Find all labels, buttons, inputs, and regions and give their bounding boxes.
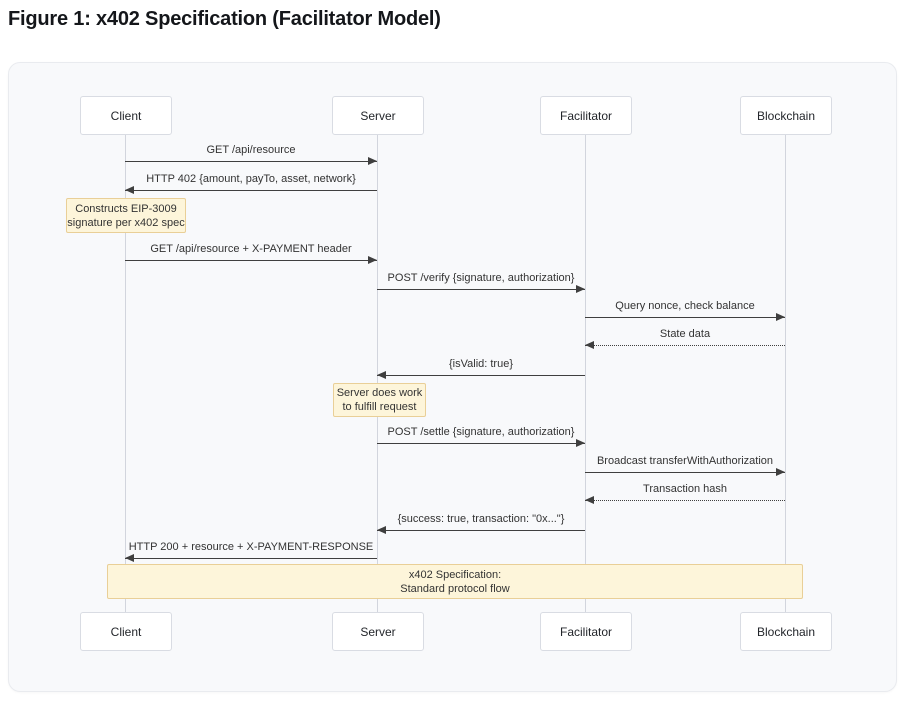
figure-title: Figure 1: x402 Specification (Facilitato… [8,8,441,30]
participant-label: Facilitator [559,108,612,123]
participant-label: Facilitator [559,624,612,639]
lifeline-client [125,133,126,612]
note-2: x402 Specification:Standard protocol flo… [107,564,803,599]
message-label-7: POST /settle {signature, authorization} [387,426,575,438]
message-line-5 [585,345,785,346]
message-line-7 [377,443,585,444]
arrowhead-icon [377,526,386,535]
lifeline-facilitator [585,133,586,612]
message-line-1 [125,190,377,191]
note-line: to fulfill request [342,401,417,413]
arrowhead-icon [585,341,594,350]
arrowhead-icon [576,439,585,448]
message-line-6 [377,375,585,376]
participant-bottom-blockchain: Blockchain [740,612,832,651]
message-label-10: {success: true, transaction: "0x..."} [397,513,565,525]
message-line-9 [585,500,785,501]
participant-top-client: Client [80,96,172,135]
message-line-10 [377,530,585,531]
arrowhead-icon [377,371,386,380]
note-line: Constructs EIP-3009 [75,202,177,215]
arrowhead-icon [776,313,785,322]
participant-label: Server [360,624,396,639]
participant-top-server: Server [332,96,424,135]
participant-top-blockchain: Blockchain [740,96,832,135]
note-line: Server does work [336,387,423,399]
arrowhead-icon [368,256,377,265]
note-1: Server does work to fulfill request [333,383,426,417]
lifeline-blockchain [785,133,786,612]
message-label-8: Broadcast transferWithAuthorization [596,455,774,467]
participant-label: Blockchain [756,108,816,123]
message-label-0: GET /api/resource [206,144,296,156]
participant-label: Blockchain [756,624,816,639]
participant-label: Server [360,108,396,123]
arrowhead-icon [125,554,134,563]
arrowhead-icon [125,186,134,195]
message-label-1: HTTP 402 {amount, payTo, asset, network} [146,173,356,185]
participant-bottom-facilitator: Facilitator [540,612,632,651]
note-line: Standard protocol flow [400,582,510,595]
message-line-8 [585,472,785,473]
message-line-11 [125,558,377,559]
message-line-2 [125,260,377,261]
arrowhead-icon [585,496,594,505]
message-label-4: Query nonce, check balance [615,300,755,312]
arrowhead-icon [576,285,585,294]
message-line-4 [585,317,785,318]
participant-label: Client [110,108,142,123]
message-line-3 [377,289,585,290]
note-line: signature per x402 spec [67,216,185,229]
participant-top-facilitator: Facilitator [540,96,632,135]
arrowhead-icon [776,468,785,477]
participant-bottom-client: Client [80,612,172,651]
message-label-6: {isValid: true} [448,358,514,370]
message-line-0 [125,161,377,162]
participant-label: Client [110,624,142,639]
arrowhead-icon [368,157,377,166]
note-line: x402 Specification: [408,568,502,581]
message-label-11: HTTP 200 + resource + X-PAYMENT-RESPONSE [128,541,374,553]
message-label-9: Transaction hash [643,483,727,495]
message-label-3: POST /verify {signature, authorization} [387,272,575,284]
message-label-2: GET /api/resource + X-PAYMENT header [150,243,352,255]
participant-bottom-server: Server [332,612,424,651]
message-label-5: State data [659,328,711,340]
